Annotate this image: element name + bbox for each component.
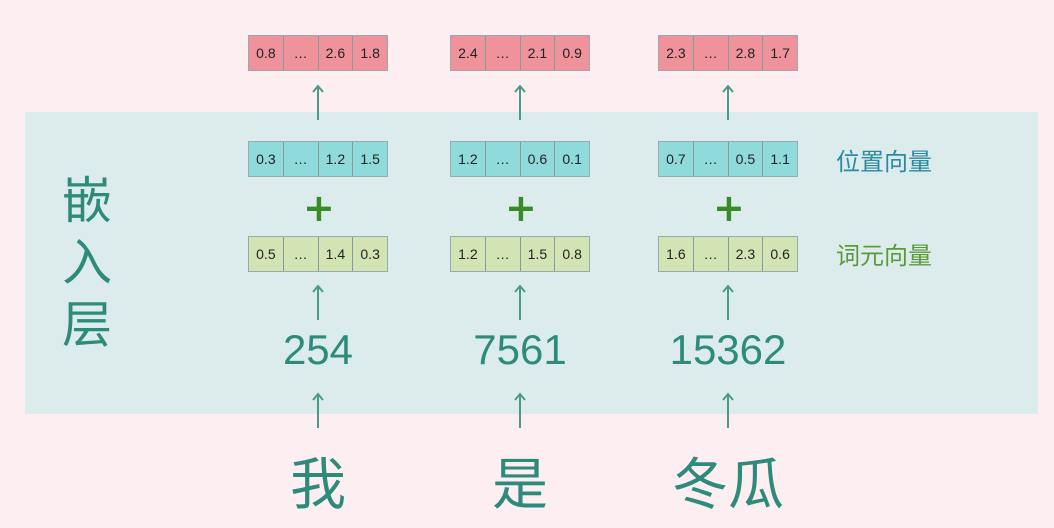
vector-cell: 1.1 xyxy=(770,151,790,167)
vector-cell: 1.2 xyxy=(319,142,354,176)
vector-cell: 0.6 xyxy=(521,142,556,176)
layer-label-char: 入 xyxy=(62,234,112,292)
plus-sign: + xyxy=(713,186,745,230)
up-arrow-icon xyxy=(312,84,324,120)
token-vector-0: 0.5…1.4 0.3 xyxy=(248,236,388,272)
vector-cell: … xyxy=(284,142,319,176)
vector-cell: 0.7 xyxy=(659,142,694,176)
token-vector-1: 1.2…1.5 0.8 xyxy=(450,236,590,272)
vector-cell: … xyxy=(284,36,319,70)
up-arrow-icon xyxy=(722,392,734,428)
vector-cell: 2.4 xyxy=(451,36,486,70)
position-vector-1: 1.2…0.6 0.1 xyxy=(450,141,590,177)
layer-label-char: 嵌 xyxy=(62,172,112,230)
vector-cell: 0.8 xyxy=(249,36,284,70)
vector-cell: 0.5 xyxy=(729,142,764,176)
token-id: 15362 xyxy=(669,326,787,373)
plus-sign: + xyxy=(505,186,537,230)
embedding-layer-label: 嵌 入 层 xyxy=(52,170,122,356)
vector-cell: 0.6 xyxy=(770,246,790,262)
vector-cell: 0.9 xyxy=(562,45,582,61)
vector-cell: 0.5 xyxy=(249,237,284,271)
input-word: 我 xyxy=(290,453,346,518)
vector-cell: 2.8 xyxy=(729,36,764,70)
layer-label-char: 层 xyxy=(62,296,112,354)
vector-cell: 1.5 xyxy=(360,151,380,167)
token-id: 254 xyxy=(282,326,354,373)
vector-cell: … xyxy=(694,36,729,70)
token-vector-label: 词元向量 xyxy=(836,242,932,270)
output-vector-0: 0.8…2.6 1.8 xyxy=(248,35,388,71)
token-id: 7561 xyxy=(473,326,567,373)
vector-cell: 0.3 xyxy=(249,142,284,176)
up-arrow-icon xyxy=(722,284,734,320)
plus-sign: + xyxy=(303,186,335,230)
vector-cell: 1.2 xyxy=(451,142,486,176)
vector-cell: 0.8 xyxy=(562,246,582,262)
vector-cell: … xyxy=(694,237,729,271)
output-vector-2: 2.3…2.8 1.7 xyxy=(658,35,798,71)
vector-cell: … xyxy=(486,36,521,70)
position-vector-2: 0.7…0.5 1.1 xyxy=(658,141,798,177)
vector-cell: 1.8 xyxy=(360,45,380,61)
up-arrow-icon xyxy=(312,284,324,320)
vector-cell: … xyxy=(486,142,521,176)
vector-cell: … xyxy=(486,237,521,271)
vector-cell: 2.6 xyxy=(319,36,354,70)
vector-cell: 1.2 xyxy=(451,237,486,271)
vector-cell: 1.4 xyxy=(319,237,354,271)
up-arrow-icon xyxy=(514,284,526,320)
vector-cell: 2.3 xyxy=(729,237,764,271)
token-vector-2: 1.6…2.3 0.6 xyxy=(658,236,798,272)
up-arrow-icon xyxy=(514,392,526,428)
vector-cell: 0.1 xyxy=(562,151,582,167)
vector-cell: 1.6 xyxy=(659,237,694,271)
vector-cell: 1.7 xyxy=(770,45,790,61)
vector-cell: 2.1 xyxy=(521,36,556,70)
vector-cell: 0.3 xyxy=(360,246,380,262)
up-arrow-icon xyxy=(514,84,526,120)
position-vector-0: 0.3…1.2 1.5 xyxy=(248,141,388,177)
vector-cell: … xyxy=(284,237,319,271)
output-vector-1: 2.4…2.1 0.9 xyxy=(450,35,590,71)
up-arrow-icon xyxy=(312,392,324,428)
input-word: 冬瓜 xyxy=(672,453,784,518)
vector-cell: 1.5 xyxy=(521,237,556,271)
vector-cell: 2.3 xyxy=(659,36,694,70)
position-vector-label: 位置向量 xyxy=(836,148,932,176)
input-word: 是 xyxy=(492,453,548,518)
up-arrow-icon xyxy=(722,84,734,120)
vector-cell: … xyxy=(694,142,729,176)
